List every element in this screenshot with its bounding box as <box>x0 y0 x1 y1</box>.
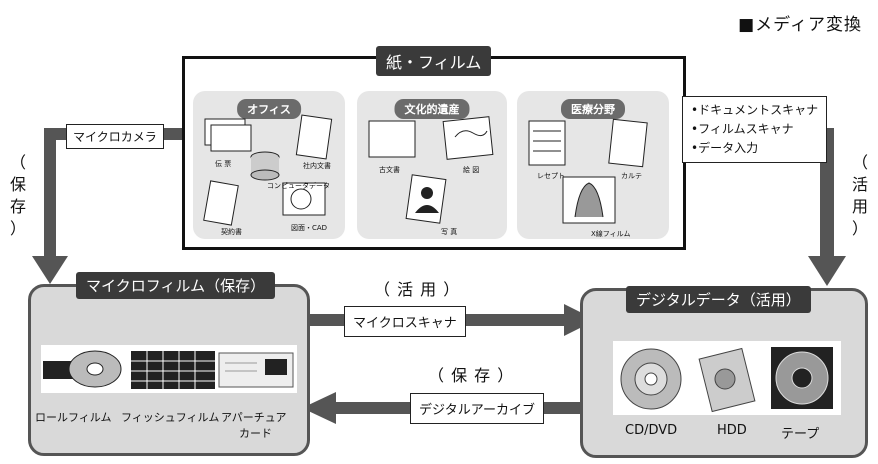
microfiche-icon <box>131 351 215 389</box>
flow-top-label: （ 活 用 ） <box>374 280 461 299</box>
office-item-voucher: 伝 票 <box>215 160 232 168</box>
center-media-box: オフィス 伝 票 社内文書 コンピュータデータ 契約書 図面・CAD 文化的遺産 <box>182 56 686 250</box>
digital-box: CD/DVD HDD テープ <box>580 288 868 458</box>
chart-record-icon <box>608 118 648 168</box>
left-arrow-head <box>32 256 68 284</box>
right-vertical-label: （ 活 用 ） <box>848 152 872 240</box>
bottom-flow-arrow-head <box>302 392 336 424</box>
document-icon <box>295 114 333 160</box>
medical-item-receipt: レセプト <box>537 172 565 180</box>
group-heritage-title: 文化的遺産 <box>394 99 470 119</box>
micro-scanner-box: マイクロスキャナ <box>344 306 466 337</box>
office-item-computer-data: コンピュータデータ <box>267 182 330 190</box>
aperture-card-caption-2: カード <box>239 427 272 440</box>
office-item-internal-docs: 社内文書 <box>303 162 331 170</box>
right-vertical-char: ） <box>851 219 868 238</box>
cad-icon <box>282 182 326 216</box>
digital-icons <box>620 347 833 413</box>
left-connector-vertical <box>44 128 56 256</box>
right-vertical-char: 用 <box>851 197 868 216</box>
contract-icon <box>203 180 239 226</box>
micro-camera-label: マイクロカメラ <box>66 124 164 149</box>
scanner-list-item: •データ入力 <box>691 141 759 155</box>
scanner-list-item: •ドキュメントスキャナ <box>691 103 819 117</box>
microfilm-box: ロールフィルム フィッシュフィルム アパーチュア カード <box>28 284 310 456</box>
right-vertical-char: 活 <box>851 175 868 194</box>
digital-archive-box: デジタルアーカイブ <box>410 393 544 424</box>
aperture-card-caption: アパーチュア <box>221 411 287 424</box>
old-document-icon <box>368 120 416 158</box>
left-vertical-label: （ 保 存 ） <box>6 152 30 240</box>
tape-caption: テープ <box>781 427 820 442</box>
heritage-item-old-documents: 古文書 <box>379 166 400 174</box>
scanner-list-box: •ドキュメントスキャナ •フィルムスキャナ •データ入力 <box>682 96 828 163</box>
group-heritage: 文化的遺産 古文書 絵 図 写 真 <box>357 91 507 239</box>
left-vertical-char: （ <box>9 153 26 172</box>
group-office-title: オフィス <box>237 99 301 119</box>
hdd-caption: HDD <box>717 423 747 438</box>
left-vertical-char: 保 <box>9 175 26 194</box>
office-icons <box>203 114 333 226</box>
heritage-item-picture: 絵 図 <box>463 166 480 174</box>
heritage-item-photo: 写 真 <box>441 228 458 236</box>
map-icon <box>442 116 494 160</box>
receipt-icon <box>528 120 566 166</box>
group-medical-title: 医療分野 <box>561 99 625 119</box>
right-vertical-char: （ <box>851 153 868 172</box>
right-arrow-head <box>808 256 846 286</box>
microfilm-title: マイクロフィルム（保存） <box>76 272 276 299</box>
photo-icon <box>405 174 447 224</box>
microfilm-icons <box>43 350 294 389</box>
cd-dvd-caption: CD/DVD <box>625 423 678 438</box>
flow-bottom-label: （ 保 存 ） <box>428 366 515 385</box>
medical-item-xray: X線フィルム <box>591 230 631 238</box>
group-office: オフィス 伝 票 社内文書 コンピュータデータ 契約書 図面・CAD <box>193 91 345 239</box>
left-vertical-char: 存 <box>9 197 26 216</box>
office-item-cad: 図面・CAD <box>291 224 328 232</box>
medical-item-chart: カルテ <box>621 172 642 180</box>
microfiche-caption: フィッシュフィルム <box>121 411 220 424</box>
center-title: 紙・フィルム <box>376 46 492 76</box>
group-medical: 医療分野 レセプト カルテ X線フィルム <box>517 91 669 239</box>
scanner-list-item: •フィルムスキャナ <box>691 122 794 136</box>
roll-film-caption: ロールフィルム <box>35 411 112 424</box>
office-item-contract: 契約書 <box>221 228 242 236</box>
left-vertical-char: ） <box>9 219 26 238</box>
page-title: ■メディア変換 <box>738 15 862 35</box>
medical-icons <box>528 118 648 224</box>
digital-title: デジタルデータ（活用） <box>626 286 811 313</box>
heritage-icons <box>368 116 494 224</box>
